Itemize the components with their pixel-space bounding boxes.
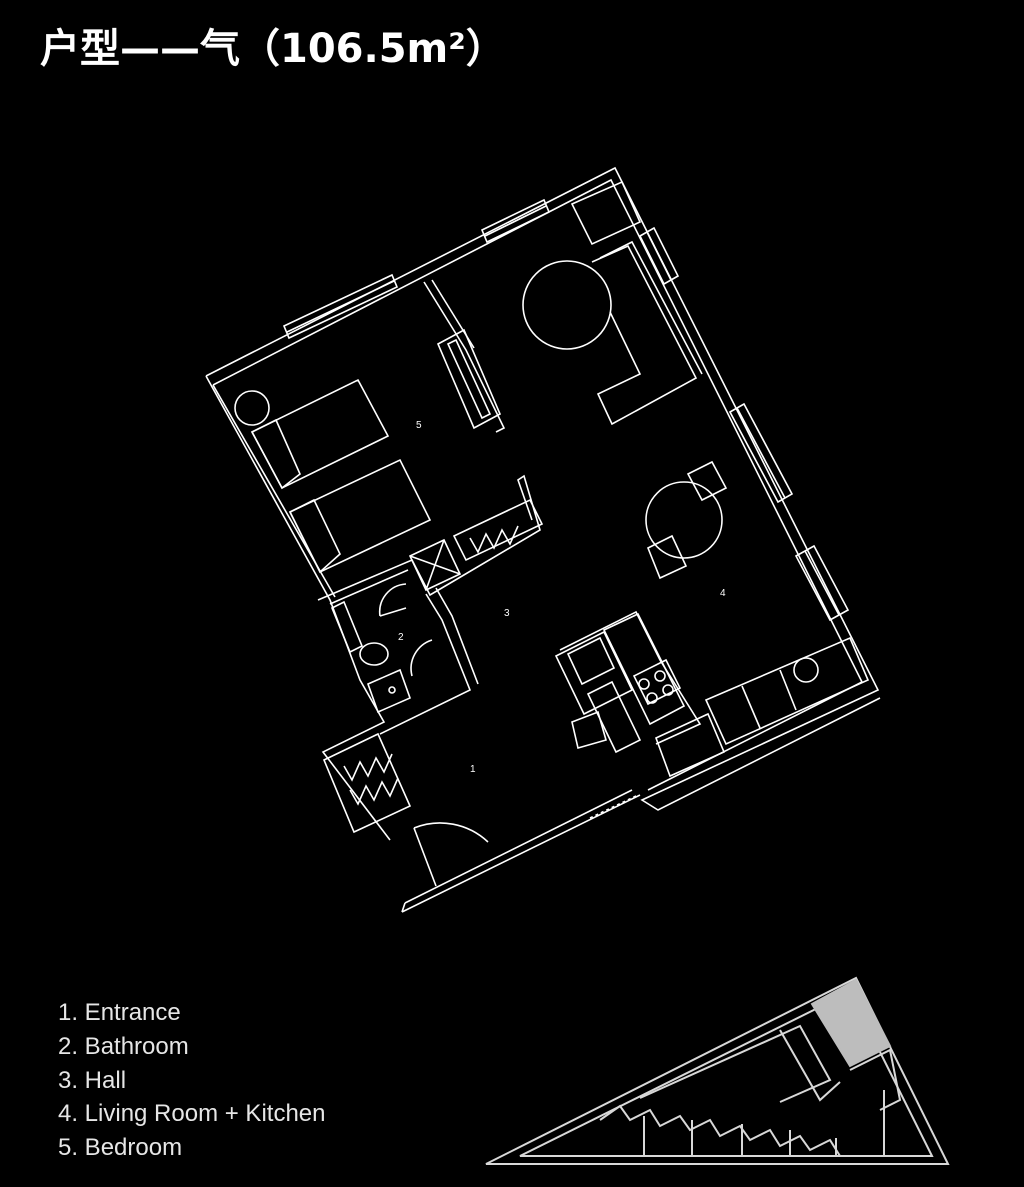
room-number-1: 1 <box>470 764 476 775</box>
legend-item: 1. Entrance <box>58 999 181 1026</box>
room-number-4: 4 <box>720 588 726 599</box>
window-right-middle <box>728 402 794 504</box>
room-legend: 1. Entrance 2. Bathroom 3. Hall 4. Livin… <box>58 996 325 1165</box>
legend-item: 4. Living Room + Kitchen <box>58 1100 326 1128</box>
sofa <box>591 240 703 426</box>
bathroom-fixtures <box>330 583 433 714</box>
bed-upper <box>250 378 390 490</box>
structural-column <box>570 180 642 246</box>
legend-item: 5. Bedroom <box>58 1134 183 1162</box>
stool <box>571 710 607 750</box>
room-number-2: 2 <box>398 632 404 643</box>
legend-item: 2. Bathroom <box>58 1032 189 1060</box>
room-labels: 1 2 3 4 5 <box>398 420 726 775</box>
kitchen-counter <box>654 636 870 778</box>
page-title: 户型——气（106.5m²） <box>40 26 506 72</box>
room-number-3: 3 <box>504 608 510 619</box>
room-number-5: 5 <box>416 420 422 431</box>
site-highlight-unit <box>810 978 892 1068</box>
exterior-wall <box>205 166 881 913</box>
bed-lower <box>288 458 432 574</box>
window-right-upper <box>638 226 680 286</box>
floor-plan: 1 2 3 4 5 <box>205 166 881 913</box>
site-key-plan <box>485 976 950 1165</box>
window-top-middle <box>480 198 551 244</box>
legend-item: 3. Hall <box>58 1066 127 1094</box>
dining-set <box>645 460 728 580</box>
threshold <box>589 795 637 819</box>
wardrobe-bedroom <box>436 328 502 430</box>
shoe-cabinet <box>322 732 412 834</box>
window-top-left <box>282 273 399 340</box>
entrance-door <box>413 822 489 887</box>
hall-wardrobe <box>452 498 544 562</box>
bedside-lamp <box>234 390 270 426</box>
shower <box>408 538 462 592</box>
kitchen-island <box>554 612 686 754</box>
interior-walls <box>317 279 702 745</box>
window-right-lower <box>794 544 850 622</box>
coffee-table <box>522 260 612 350</box>
